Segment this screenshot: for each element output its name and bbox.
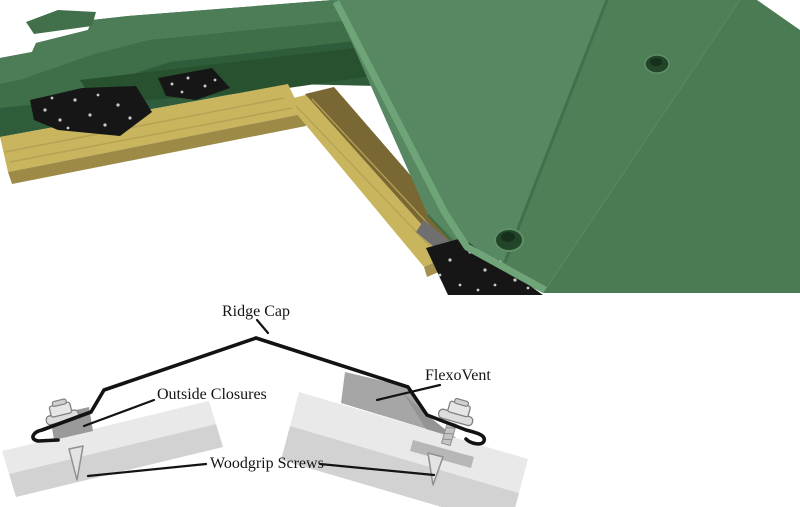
leader-woodgrip-right [318,462,436,477]
woodgrip-screw-tip-right [427,452,444,486]
panel-top-board [2,401,216,474]
panel-shadow-strip [410,440,474,468]
foam-body [158,68,230,100]
woodgrip-screw-head-left [45,398,80,426]
left-roof-panel [2,401,223,497]
leader-outside-closures [82,398,156,428]
ridge-cap-crease [503,0,609,263]
corrugated-roof-panel [543,0,800,293]
far-slope-rib-tab [26,10,96,34]
wood-grain-lines [4,97,293,163]
screw-threads [442,427,456,441]
ridge-detail-diagram: Ridge Cap Outside Closures FlexoVent Woo… [2,303,528,507]
panel-base [543,0,800,293]
label-flexovent: FlexoVent [425,367,491,384]
panel-top-board [290,392,528,493]
panel-bottom-board [281,426,519,507]
label-ridge-cap: Ridge Cap [222,303,290,320]
ridge-cap-profile-line [31,336,487,446]
flexovent-foam [341,372,456,438]
cap-screw-upper [644,54,670,74]
ridge-cap-3d [332,0,740,295]
wood-purlin-left [0,84,306,184]
foam-closure-far-left [30,86,152,136]
right-roof-panel [281,392,528,507]
foam-body [30,86,152,136]
foam-specks [170,76,217,94]
leader-lines [82,318,442,478]
label-outside-closures: Outside Closures [157,386,267,403]
foam-closure-far-right [158,68,230,100]
woodgrip-screw-head-right [437,397,474,447]
wood-front-face [8,114,306,184]
leader-ridge-cap [255,318,270,335]
cap-screw-lower [494,228,524,252]
ridge-cap-face-light-side [333,0,607,262]
far-ridge-trim-bar [80,48,372,104]
leader-woodgrip-left [86,462,208,478]
ridge-cap-bright-edge [332,0,547,294]
foam-specks [43,93,132,130]
panel-bottom-board [9,424,223,497]
woodgrip-screw-tip-left [68,445,84,481]
flexovent-shading [404,394,456,438]
leader-flexovent [375,383,442,402]
far-slope-top-band [0,0,344,84]
label-woodgrip-screws: Woodgrip Screws [210,455,324,472]
